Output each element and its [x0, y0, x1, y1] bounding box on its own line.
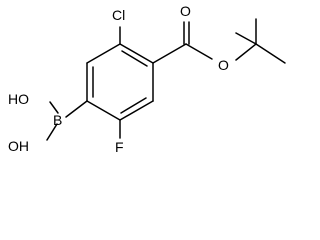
atom-labels: Cl F B HO OH O O — [8, 3, 229, 155]
substituent-bonds — [46, 18, 286, 141]
ester-c-o-bond — [185, 43, 213, 60]
c-b-bond — [65, 100, 88, 118]
carbonyl-oxygen-label: O — [180, 3, 191, 19]
c-carbonyl-bond — [152, 43, 187, 64]
ring-bond — [86, 100, 121, 121]
ring-bond — [86, 43, 121, 64]
boron-label: B — [53, 112, 62, 128]
hydroxyl-upper-label: HO — [8, 91, 29, 107]
fluorine-label: F — [115, 139, 124, 155]
hydroxyl-lower-label: OH — [8, 138, 29, 154]
ring-bond — [119, 100, 154, 121]
b-oh-upper-bond — [49, 101, 59, 114]
ring-double-bond — [121, 50, 148, 67]
o-tbutyl-bond — [235, 43, 257, 61]
tbutyl-methyl-right — [255, 43, 286, 64]
b-oh-lower-bond — [46, 123, 58, 141]
tbutyl-methyl-left — [235, 32, 257, 45]
ring-bond — [119, 43, 154, 64]
benzene-ring — [86, 43, 154, 121]
chlorine-label: Cl — [112, 7, 125, 23]
chemical-structure-diagram: Cl F B HO OH O O — [8, 3, 286, 155]
ester-oxygen-label: O — [218, 57, 229, 73]
ring-double-bond — [120, 97, 147, 114]
